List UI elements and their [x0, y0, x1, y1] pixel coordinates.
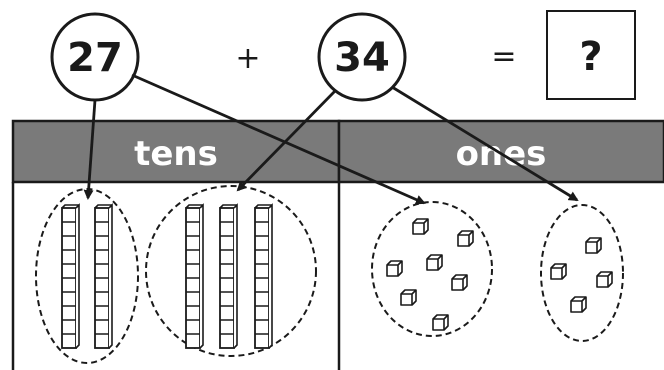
answer-unknown: ? — [579, 34, 602, 80]
tens-rod — [254, 204, 273, 349]
ones-cube — [585, 237, 602, 254]
addend-1: 27 — [67, 35, 123, 81]
tens-rod — [94, 204, 113, 349]
plus-sign: + — [235, 41, 260, 76]
first-ones-group — [371, 201, 493, 337]
ones-cube — [457, 230, 474, 247]
ones-cube — [400, 289, 417, 306]
ones-cubes — [386, 218, 613, 331]
equals-sign: = — [491, 39, 516, 74]
arrow-27-to-ones — [131, 73, 426, 205]
equation-row: 27 + 34 = ? — [50, 10, 636, 102]
ones-cube — [596, 271, 613, 288]
ones-cube — [550, 263, 567, 280]
ones-cube — [570, 296, 587, 313]
arrow-27-to-tens — [83, 99, 97, 200]
answer-box — [546, 10, 636, 100]
ones-cube — [451, 274, 468, 291]
first-tens-group — [35, 188, 139, 364]
arrow-34-to-tens — [236, 89, 337, 192]
addend-2: 34 — [334, 35, 390, 81]
ones-cube — [426, 254, 443, 271]
tens-header: tens — [134, 134, 218, 174]
tens-rod — [185, 204, 204, 349]
addend-2-circle — [317, 12, 407, 102]
arrow-34-to-ones — [391, 85, 579, 202]
tens-rod — [61, 204, 80, 349]
tens-rod — [219, 204, 238, 349]
ones-cube — [432, 314, 449, 331]
second-tens-group — [145, 185, 317, 357]
second-ones-group — [540, 204, 624, 342]
place-value-table: tens ones — [11, 119, 664, 370]
ones-cube — [412, 218, 429, 235]
ones-header-cell — [337, 119, 664, 184]
arrows — [83, 73, 579, 205]
ones-cube — [386, 260, 403, 277]
